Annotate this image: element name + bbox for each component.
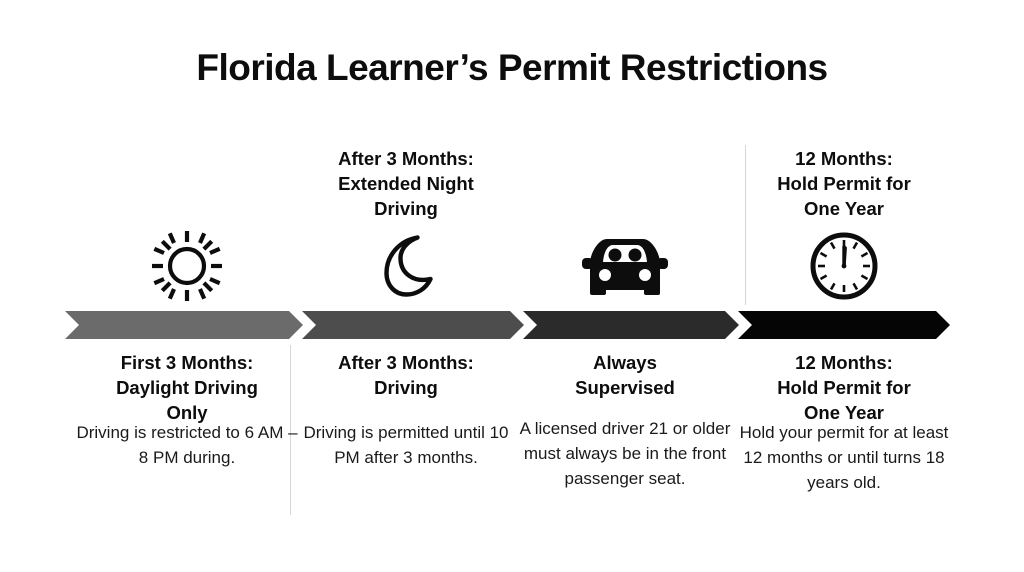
stage-4-icon-slot [733, 226, 955, 306]
stage-2-bottom-heading: After 3 Months:Driving [338, 352, 474, 398]
stage-3-body-text: A licensed driver 21 or older must alway… [519, 419, 731, 488]
stage-2-icon-slot [295, 226, 517, 306]
car-icon [582, 239, 668, 295]
stage-1-body-text: Driving is restricted to 6 AM – 8 PM dur… [76, 423, 298, 467]
moon-icon [384, 235, 433, 297]
chevron-segment-2 [302, 311, 524, 339]
chevron-segment-3 [523, 311, 739, 339]
chevron-segment-4 [738, 311, 950, 339]
divider-upper-right [745, 145, 746, 305]
timeline-arrow-band [0, 311, 1024, 339]
page-title: Florida Learner’s Permit Restrictions [196, 47, 828, 88]
stage-2-body-text: Driving is permitted until 10 PM after 3… [303, 423, 509, 467]
stage-4-body-text: Hold your permit for at least 12 months … [739, 423, 949, 492]
sun-icon [152, 231, 222, 301]
clock-icon [810, 232, 878, 300]
stage-3-icon-slot [514, 226, 736, 306]
chevron-segment-1 [65, 311, 303, 339]
divider-lower-left [290, 345, 291, 515]
stage-1-icon-slot [76, 226, 298, 306]
